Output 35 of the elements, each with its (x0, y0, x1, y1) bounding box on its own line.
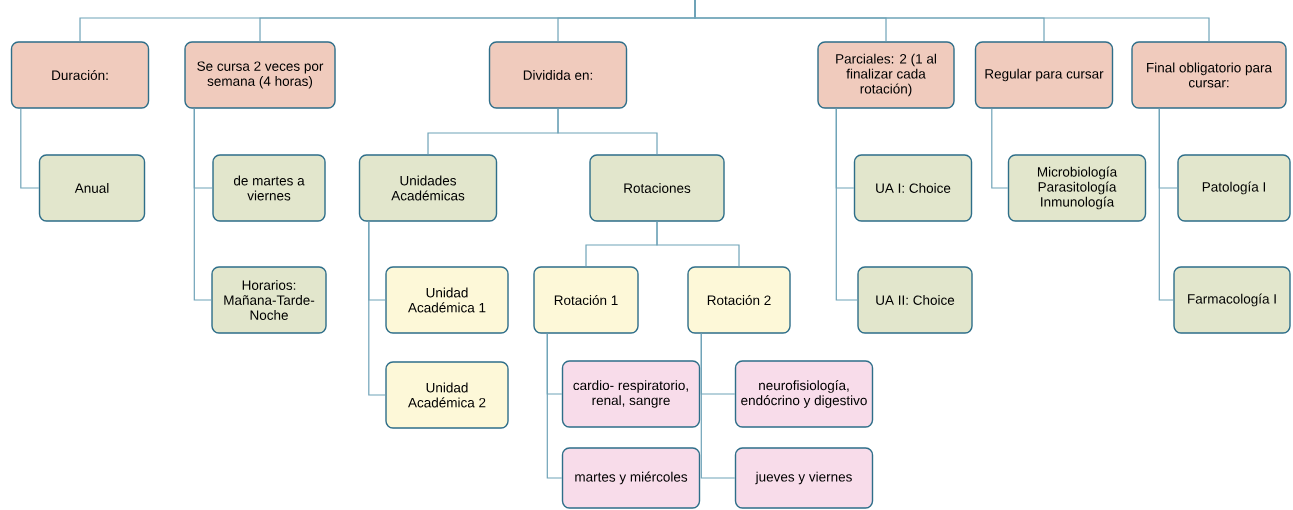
concept-box: Parciales: 2 (1 al finalizar cada rotación) (817, 41, 955, 109)
concept-box: Farmacología I (1173, 266, 1291, 334)
concept-box: Se cursa 2 veces por semana (4 horas) (184, 41, 336, 109)
concept-box: Horarios: Mañana-Tarde-Noche (211, 266, 327, 334)
connector-line (835, 108, 858, 301)
concept-box: martes y miércoles (561, 447, 701, 509)
concept-box: Unidades Académicas (358, 154, 498, 222)
concept-box: neurofisiología, endócrino y digestivo (734, 360, 874, 428)
connector-line (20, 108, 40, 189)
connector-line (991, 108, 1009, 189)
concept-box: UA I: Choice (853, 154, 973, 222)
concept-box: Duración: (10, 41, 150, 109)
concept-box: Unidad Académica 1 (385, 266, 509, 334)
concept-box: Unidad Académica 2 (385, 361, 509, 429)
connector-line (700, 333, 736, 479)
concept-box: Patología I (1177, 154, 1291, 222)
concept-box: de martes a viernes (212, 154, 326, 222)
connector-line (193, 108, 212, 301)
connector-line (656, 221, 740, 267)
concept-box: cardio- respiratorio, renal, sangre (561, 360, 701, 428)
concept-box: UA II: Choice (857, 266, 973, 334)
concept-box: Final obligatorio para cursar: (1131, 41, 1287, 109)
connector-line (694, 0, 1210, 42)
concept-box: Microbiología Parasitología Inmunología (1007, 154, 1147, 222)
concept-box: Rotación 1 (533, 266, 639, 334)
connector-line (368, 221, 386, 396)
connector-line (557, 108, 658, 155)
connector-line (1158, 108, 1174, 301)
concept-box: Rotaciones (589, 154, 725, 222)
concept-box: Anual (38, 154, 146, 222)
concept-box: Regular para cursar (974, 41, 1114, 109)
concept-box: jueves y viernes (734, 447, 874, 509)
concept-box: Rotación 2 (687, 266, 791, 334)
concept-box: Dividida en: (488, 41, 628, 109)
connector-line (546, 333, 563, 479)
